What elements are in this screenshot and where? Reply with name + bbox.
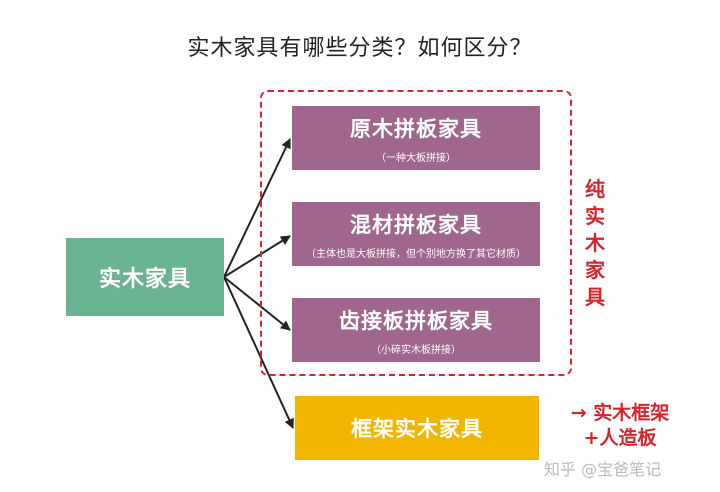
page-title: 实木家具有哪些分类？如何区分？ bbox=[187, 36, 533, 61]
node-note: （一种大板拼接） bbox=[376, 152, 456, 164]
node-log-panel-furniture: 原木拼板家具 （一种大板拼接） bbox=[292, 106, 540, 170]
node-label: 框架实木家具 bbox=[351, 417, 483, 441]
arrow-to-mixed-panel bbox=[223, 235, 291, 278]
node-label: 混材拼板家具 bbox=[350, 212, 482, 237]
node-label: 齿接板拼板家具 bbox=[339, 308, 493, 333]
root-node-label: 实木家具 bbox=[98, 267, 191, 292]
watermark: 知乎 @宝爸笔记 bbox=[544, 460, 662, 479]
node-note: （主体也是大板拼接，但个别地方换了其它材质） bbox=[306, 248, 526, 260]
node-mixed-panel-furniture: 混材拼板家具 （主体也是大板拼接，但个别地方换了其它材质） bbox=[292, 202, 540, 266]
root-node-solid-wood-furniture: 实木家具 bbox=[66, 238, 224, 316]
frame-note-text: 实木框架+人造板 bbox=[583, 402, 670, 449]
node-frame-solid-wood-furniture: 框架实木家具 bbox=[295, 396, 539, 460]
node-label: 原木拼板家具 bbox=[350, 116, 482, 141]
arrow-to-finger-joint-panel bbox=[223, 276, 291, 331]
node-note: （小碎实木板拼接） bbox=[371, 344, 461, 356]
frame-note-arrow: → bbox=[570, 402, 587, 424]
frame-note: → 实木框架+人造板 bbox=[570, 401, 670, 451]
solid-wood-group-border bbox=[260, 90, 572, 376]
arrow-to-frame bbox=[223, 276, 294, 429]
node-finger-joint-panel-furniture: 齿接板拼板家具 （小碎实木板拼接） bbox=[292, 298, 540, 362]
arrow-to-log-panel bbox=[223, 138, 291, 278]
solid-wood-group-label: 纯实木家具 bbox=[585, 177, 605, 309]
